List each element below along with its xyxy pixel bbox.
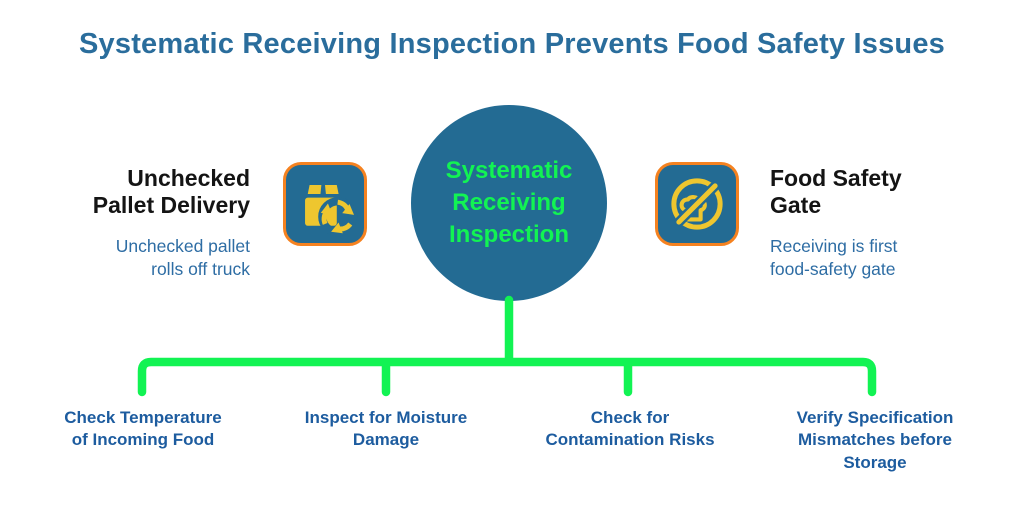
- check-label-moisture: Inspect for Moisture Damage: [304, 408, 468, 450]
- central-node-label: Systematic Receiving Inspection: [445, 157, 573, 248]
- right-node-subtext: Receiving is first food-safety gate: [770, 236, 898, 279]
- package-recycle-glyph: [305, 184, 358, 243]
- check-label-contamination: Check for Contamination Risks: [545, 408, 715, 450]
- left-node-text: Unchecked Pallet Delivery Unchecked pall…: [20, 165, 250, 281]
- no-bread-icon: [655, 162, 739, 246]
- no-bread-glyph: [671, 178, 723, 230]
- check-label-temperature: Check Temperature of Incoming Food: [64, 408, 222, 450]
- left-node-subtext: Unchecked pallet rolls off truck: [115, 236, 250, 279]
- page-title: Systematic Receiving Inspection Prevents…: [79, 28, 945, 60]
- right-node-heading: Food Safety Gate: [770, 165, 902, 219]
- left-node-heading: Unchecked Pallet Delivery: [92, 165, 250, 219]
- right-node-text: Food Safety Gate Receiving is first food…: [770, 165, 1000, 281]
- package-recycle-icon: [283, 162, 367, 246]
- central-node: Systematic Receiving Inspection: [411, 105, 607, 301]
- check-label-specification: Verify Specification Mismatches before S…: [796, 408, 954, 472]
